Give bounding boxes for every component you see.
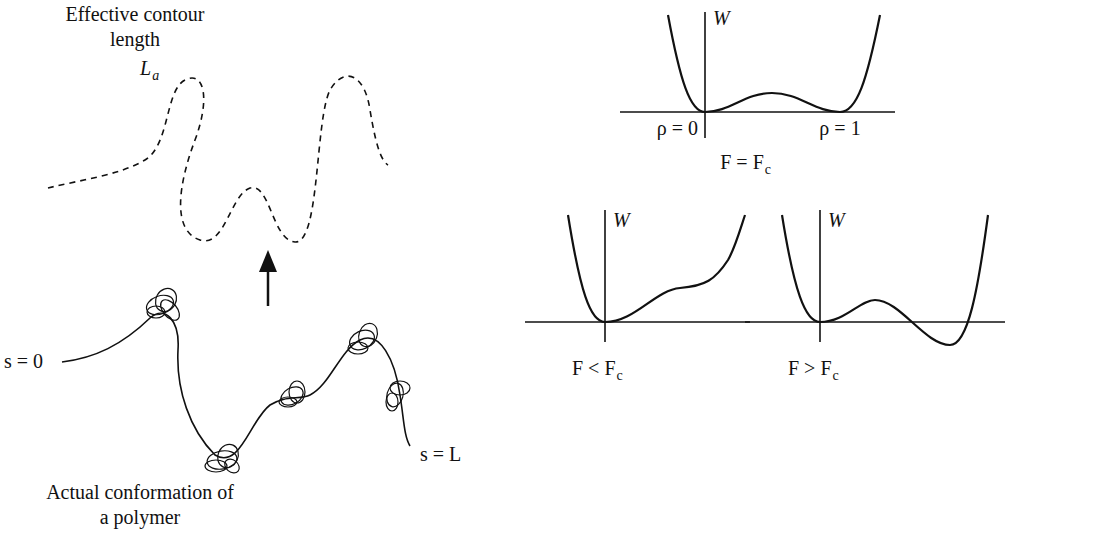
label: W: [613, 208, 630, 233]
label: c: [833, 368, 839, 384]
label: Effective contour length: [65, 2, 205, 52]
label: W: [713, 6, 730, 31]
potential-plot-above: [745, 210, 1005, 345]
label: F > F: [788, 356, 832, 381]
label: L: [140, 56, 151, 81]
label: c: [617, 368, 623, 384]
label: s = L: [420, 442, 461, 467]
label: ρ = 1: [819, 116, 860, 141]
mapping-arrow-shaft: [267, 268, 270, 306]
polymer-chain: [62, 313, 410, 457]
potential-plot-below: [525, 210, 750, 342]
polymer-loops: [144, 285, 410, 476]
mapping-arrow-head: [259, 250, 277, 272]
label: F = F: [720, 150, 764, 175]
label: ρ = 0: [657, 116, 698, 141]
label: Actual conformation of a polymer: [40, 480, 240, 530]
label: W: [828, 208, 845, 233]
effective-contour-dashed: [48, 76, 388, 242]
label: s = 0: [4, 349, 43, 374]
label: c: [765, 162, 771, 178]
label: F < F: [572, 356, 616, 381]
label: a: [152, 68, 159, 84]
